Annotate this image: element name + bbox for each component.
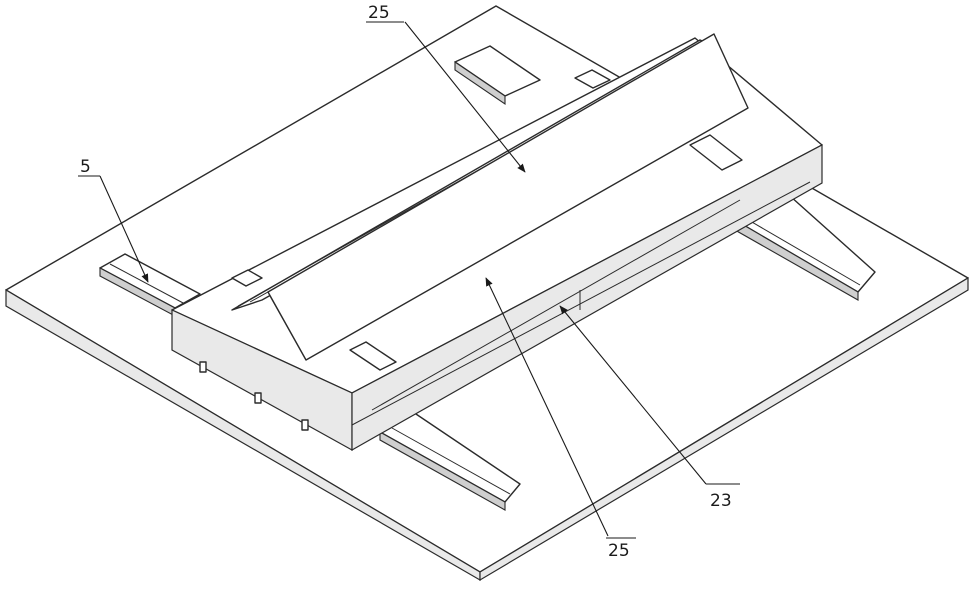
callout-23: 23	[706, 484, 740, 511]
callout-label: 5	[80, 157, 91, 177]
callout-5: 5	[78, 157, 100, 177]
callout-25-bottom: 25	[606, 538, 636, 561]
callout-label: 25	[608, 541, 630, 561]
callout-label: 25	[368, 3, 390, 23]
callout-label: 23	[710, 491, 732, 511]
callout-25-top: 25	[366, 3, 404, 23]
